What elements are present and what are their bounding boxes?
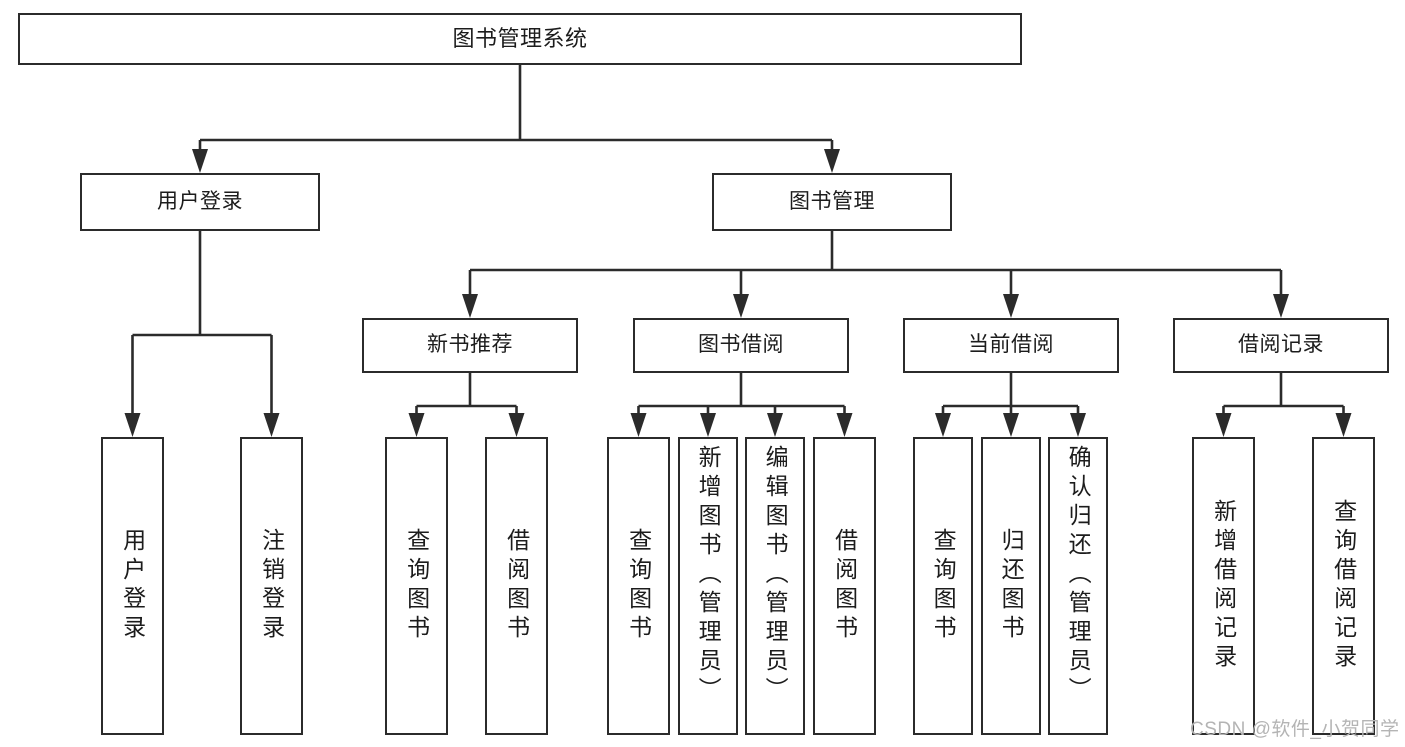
node-label: 编辑图书（管理员）	[762, 445, 789, 706]
node-login[interactable]: 用户登录	[80, 173, 320, 231]
node-borrow[interactable]: 图书借阅	[633, 318, 849, 373]
node-root[interactable]: 图书管理系统	[18, 13, 1022, 65]
node-label: 图书借阅	[698, 333, 784, 357]
node-label: 新书推荐	[427, 333, 513, 357]
node-leaf-borrow-3[interactable]: 编辑图书（管理员）	[745, 437, 805, 735]
node-label: 图书管理	[789, 189, 875, 213]
node-leaf-cur-2[interactable]: 归还图书	[981, 437, 1041, 735]
node-bookmgmt[interactable]: 图书管理	[712, 173, 952, 231]
node-label: 确认归还（管理员）	[1065, 445, 1092, 706]
node-label: 查询图书	[625, 528, 652, 644]
arrowhead-leaf-rec-1	[1215, 413, 1232, 437]
arrowhead-leaf-cur-1	[935, 413, 951, 437]
node-newbook[interactable]: 新书推荐	[362, 318, 578, 373]
node-leaf-login-2[interactable]: 注销登录	[240, 437, 303, 735]
arrowhead-leaf-login-2	[263, 413, 280, 437]
arrowhead-leaf-login-1	[124, 413, 141, 437]
arrowhead-login	[192, 149, 208, 173]
node-label: 当前借阅	[968, 333, 1054, 357]
node-label: 查询图书	[403, 528, 430, 644]
node-label: 新增图书（管理员）	[695, 445, 722, 706]
node-leaf-cur-1[interactable]: 查询图书	[913, 437, 973, 735]
node-leaf-new-1[interactable]: 查询图书	[385, 437, 448, 735]
node-label: 借阅图书	[831, 528, 858, 644]
arrowhead-borrow	[733, 294, 749, 318]
watermark-label: CSDN @软件_小贺同学	[1190, 719, 1400, 740]
arrowhead-leaf-borrow-4	[836, 413, 853, 437]
arrowhead-newbook	[462, 294, 478, 318]
node-leaf-rec-2[interactable]: 查询借阅记录	[1312, 437, 1375, 735]
node-current[interactable]: 当前借阅	[903, 318, 1119, 373]
node-label: 新增借阅记录	[1210, 499, 1237, 673]
node-label: 归还图书	[998, 528, 1025, 644]
node-leaf-borrow-1[interactable]: 查询图书	[607, 437, 670, 735]
arrowhead-current	[1003, 294, 1019, 318]
node-label: 用户登录	[119, 528, 146, 644]
arrowhead-leaf-rec-2	[1335, 413, 1352, 437]
arrowhead-leaf-new-2	[508, 413, 525, 437]
node-label: 注销登录	[258, 528, 285, 644]
node-leaf-cur-3[interactable]: 确认归还（管理员）	[1048, 437, 1108, 735]
node-leaf-login-1[interactable]: 用户登录	[101, 437, 164, 735]
node-label: 借阅图书	[503, 528, 530, 644]
node-leaf-new-2[interactable]: 借阅图书	[485, 437, 548, 735]
node-leaf-borrow-2[interactable]: 新增图书（管理员）	[678, 437, 738, 735]
node-label: 查询图书	[930, 528, 957, 644]
node-label: 用户登录	[157, 189, 243, 213]
arrowhead-leaf-cur-2	[1003, 413, 1019, 437]
node-label: 借阅记录	[1238, 333, 1324, 357]
node-leaf-borrow-4[interactable]: 借阅图书	[813, 437, 876, 735]
arrowhead-leaf-cur-3	[1070, 413, 1086, 437]
arrowhead-leaf-borrow-3	[767, 413, 783, 437]
arrowhead-records	[1273, 294, 1289, 318]
node-leaf-rec-1[interactable]: 新增借阅记录	[1192, 437, 1255, 735]
node-label: 查询借阅记录	[1330, 499, 1357, 673]
arrowhead-leaf-new-1	[408, 413, 425, 437]
node-records[interactable]: 借阅记录	[1173, 318, 1389, 373]
arrowhead-leaf-borrow-2	[700, 413, 716, 437]
node-label: 图书管理系统	[452, 26, 588, 52]
arrowhead-bookmgmt	[824, 149, 840, 173]
arrowhead-leaf-borrow-1	[630, 413, 647, 437]
